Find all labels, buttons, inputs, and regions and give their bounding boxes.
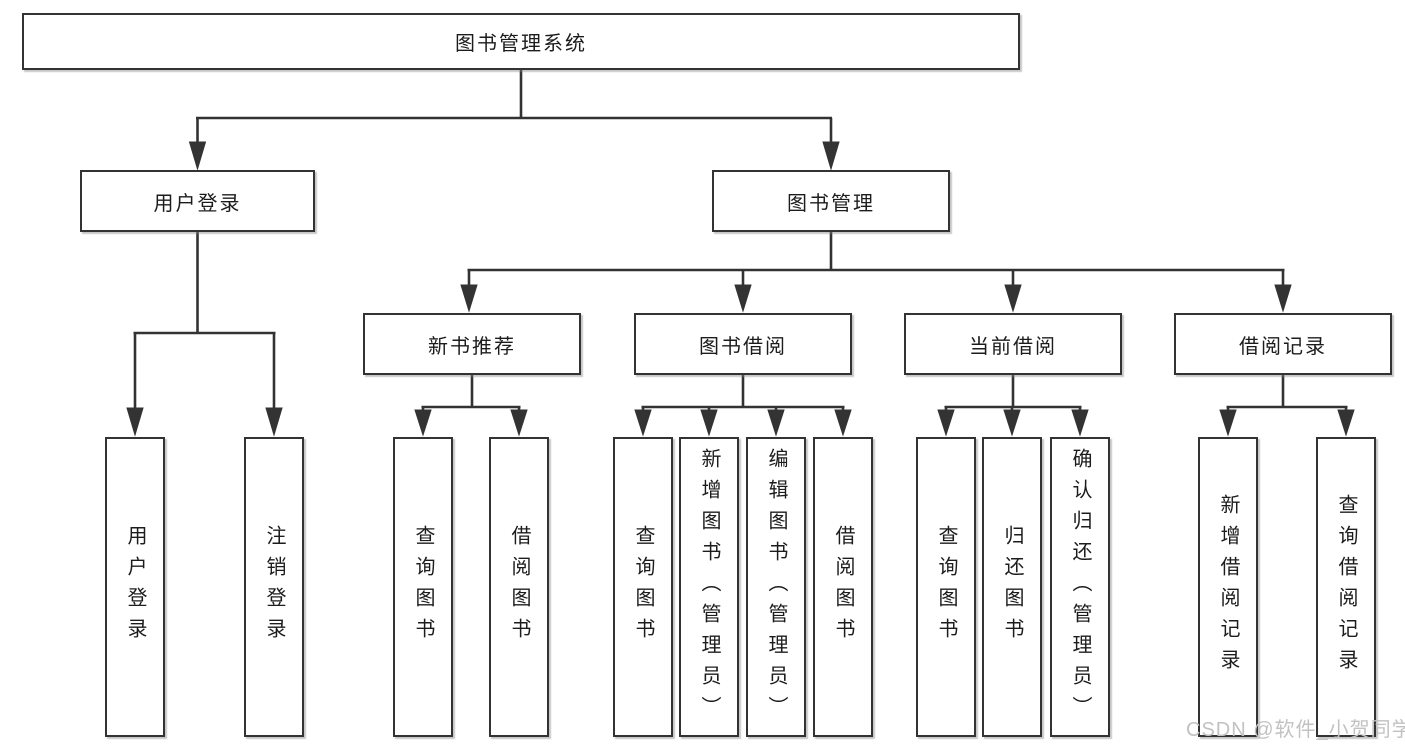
node-branch-user-login: 用户登录 [80, 170, 315, 232]
leaf-records-query-borrow-record: 查询借阅记录 [1316, 437, 1376, 737]
leaf-label: 查询图书 [412, 525, 434, 649]
leaf-borrow-add-books-admin: 新增图书（管理员） [679, 437, 739, 737]
leaf-label: 查询图书 [935, 525, 957, 649]
leaf-current-return-books: 归还图书 [982, 437, 1042, 737]
leaf-current-confirm-return-admin: 确认归还（管理员） [1050, 437, 1110, 737]
leaf-label: 新增借阅记录 [1217, 494, 1239, 680]
leaf-label: 编辑图书（管理员） [765, 447, 787, 727]
node-section-book-borrow: 图书借阅 [634, 313, 852, 375]
leaf-borrow-borrow-books: 借阅图书 [813, 437, 873, 737]
leaf-current-query-books: 查询图书 [916, 437, 976, 737]
leaf-recommend-query-books: 查询图书 [393, 437, 453, 737]
leaf-logout: 注销登录 [244, 437, 304, 737]
node-section-borrow-records: 借阅记录 [1174, 313, 1392, 375]
leaf-label: 用户登录 [124, 525, 146, 649]
leaf-label: 借阅图书 [508, 525, 530, 649]
leaf-label: 借阅图书 [832, 525, 854, 649]
leaf-label: 查询图书 [632, 525, 654, 649]
leaf-label: 归还图书 [1001, 525, 1023, 649]
node-section-new-book-recommend: 新书推荐 [363, 313, 581, 375]
node-root-system: 图书管理系统 [22, 13, 1020, 70]
leaf-borrow-query-books: 查询图书 [613, 437, 673, 737]
leaf-label: 查询借阅记录 [1335, 494, 1357, 680]
leaf-label: 确认归还（管理员） [1069, 447, 1091, 727]
leaf-borrow-edit-books-admin: 编辑图书（管理员） [746, 437, 806, 737]
node-section-current-borrow: 当前借阅 [904, 313, 1122, 375]
leaf-label: 注销登录 [263, 525, 285, 649]
leaf-label: 新增图书（管理员） [698, 447, 720, 727]
node-branch-book-management: 图书管理 [712, 170, 950, 232]
csdn-watermark: CSDN @软件_小贺同学 [1186, 719, 1405, 741]
leaf-recommend-borrow-books: 借阅图书 [489, 437, 549, 737]
leaf-user-login: 用户登录 [105, 437, 165, 737]
leaf-records-add-borrow-record: 新增借阅记录 [1198, 437, 1258, 737]
